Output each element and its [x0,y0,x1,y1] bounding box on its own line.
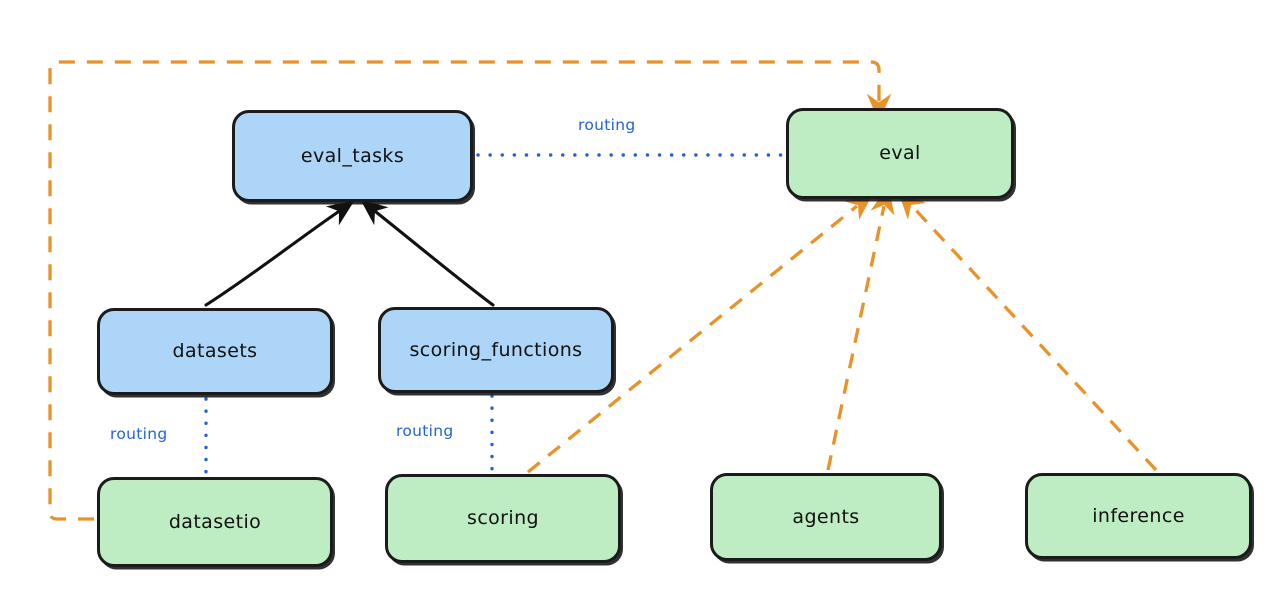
node-datasetio-label: datasetio [168,510,262,533]
node-agents-label: agents [792,505,860,528]
edge-label-routing-eval: routing [578,116,636,134]
edge-datasets-to-eval-tasks [204,200,355,307]
node-agents[interactable]: agents [710,473,942,561]
node-eval-label: eval [879,142,921,165]
edge-scoring-functions-to-eval-tasks [360,199,495,307]
node-scoring-label: scoring [467,507,539,530]
edge-label-routing-scoring: routing [396,422,454,440]
edge-scoring-to-eval-dependency [526,192,874,474]
node-scoring-functions[interactable]: scoring_functions [378,307,614,393]
node-eval-tasks[interactable]: eval_tasks [232,110,473,202]
edge-datasetio-to-eval-dependency [48,60,892,521]
edge-label-routing-datasetio: routing [110,425,168,443]
node-datasets[interactable]: datasets [97,308,333,395]
edge-agents-to-eval-dependency [826,185,895,471]
edge-inference-to-eval-dependency [897,190,1158,472]
node-scoring-functions-label: scoring_functions [409,338,583,361]
node-inference-label: inference [1092,504,1185,527]
node-scoring[interactable]: scoring [385,474,621,563]
node-datasetio[interactable]: datasetio [97,477,333,567]
node-inference[interactable]: inference [1025,473,1252,559]
node-eval-tasks-label: eval_tasks [300,144,405,167]
node-datasets-label: datasets [172,340,258,363]
node-eval[interactable]: eval [786,108,1014,199]
